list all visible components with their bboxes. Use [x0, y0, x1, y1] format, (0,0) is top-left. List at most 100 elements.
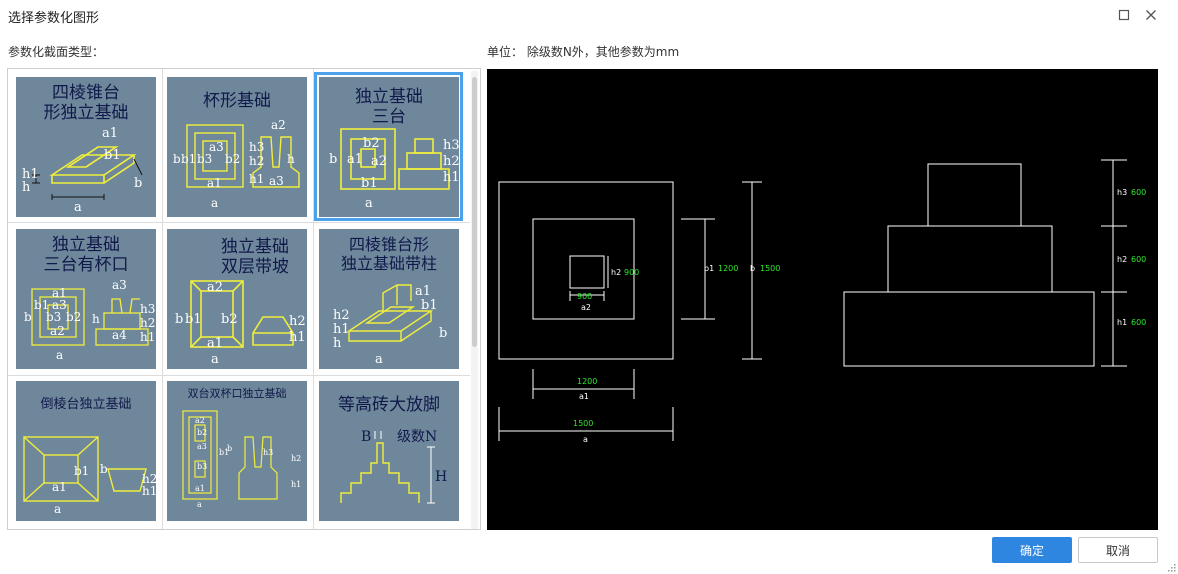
tile-title: 四棱锥台形 [348, 235, 429, 254]
param-label: h2 [443, 154, 459, 169]
param-label: b3 [197, 152, 212, 166]
shape-tile-three-step-cup-footing[interactable]: 独立基础 三台有杯口 a1 [10, 223, 161, 374]
tile-title: 独立基础 [221, 237, 289, 257]
dialog-title: 选择参数化图形 [8, 11, 100, 26]
scrollbar-thumb[interactable] [472, 77, 477, 347]
param-label: a [197, 500, 202, 509]
tile-title: 杯形基础 [203, 91, 271, 111]
dim-label: b [750, 264, 755, 273]
plan-middle-rect [532, 218, 635, 320]
param-label: b [134, 176, 142, 191]
tile-title: 三台有杯口 [43, 255, 129, 275]
dim-value: 1500 [573, 419, 593, 428]
shape-tile-double-cup-footing[interactable]: 双台双杯口独立基础 a2 b2 a3 [161, 375, 312, 526]
plan-inner-rect [569, 255, 605, 289]
vertical-scrollbar[interactable] [471, 71, 478, 529]
param-label: b1 [185, 312, 202, 327]
param-label: a1 [207, 176, 222, 190]
param-label: b2 [66, 310, 81, 324]
tile-title: 独立基础 [52, 235, 120, 255]
tile-title: 形独立基础 [43, 103, 129, 123]
param-label: b1 [34, 298, 49, 312]
param-label: h3 [443, 138, 459, 153]
param-label: b1 [104, 148, 121, 163]
dim-value: 600 [1131, 255, 1146, 264]
maximize-button[interactable] [1113, 4, 1135, 26]
param-label: b2 [363, 136, 380, 151]
shape-tile-double-sloped-footing[interactable]: 独立基础 双层带坡 a2 b b1 [161, 223, 312, 374]
param-label: a2 [271, 118, 286, 132]
dim-label: a2 [581, 303, 591, 312]
param-label: b1 [219, 448, 229, 457]
param-label: h2 [140, 316, 155, 330]
param-label: a1 [52, 286, 67, 300]
dim-value: 900 [577, 292, 592, 301]
param-label: h1 [291, 480, 301, 489]
param-label: h2 [333, 308, 350, 323]
param-label: a2 [371, 154, 387, 169]
three-step-footing-icon: a1 b2 a2 b1 b h3 h2 h1 a [329, 128, 459, 211]
section-type-label: 参数化截面类型： [8, 45, 105, 59]
dim-value: 1200 [718, 264, 738, 273]
close-button[interactable] [1140, 4, 1162, 26]
param-label: a [211, 352, 219, 367]
tile-title: 倒棱台独立基础 [40, 397, 132, 412]
param-label: h2 [142, 472, 156, 486]
tile-title: 独立基础 [355, 87, 423, 107]
param-label: b [329, 152, 337, 167]
param-label: a3 [197, 442, 207, 451]
param-label: B [361, 429, 371, 445]
param-label: a2 [207, 280, 223, 295]
param-label: b1 [181, 152, 196, 166]
param-label: h3 [263, 448, 273, 457]
shape-tile-inverted-frustum-footing[interactable]: 倒棱台独立基础 b1 b a1 h2 [10, 375, 161, 526]
param-label: a3 [269, 174, 284, 188]
param-label: h [22, 180, 31, 195]
param-label: a [211, 196, 218, 210]
shape-list-panel[interactable]: 四棱锥台 形独立基础 [7, 68, 481, 530]
resize-grip-icon[interactable] [1166, 562, 1176, 572]
param-label: a4 [112, 328, 127, 342]
double-sloped-footing-icon: a2 b b1 b2 a1 a h2 h1 [175, 280, 306, 367]
param-label: b [24, 310, 32, 324]
param-label: a1 [347, 152, 363, 167]
dim-label: h1 [1117, 318, 1127, 327]
elev-bottom-step [843, 291, 1095, 367]
shape-tile-brick-footing[interactable]: 等高砖大放脚 B 级数N H [313, 375, 464, 526]
param-label: h3 [140, 302, 155, 316]
tile-title: 双层带坡 [221, 257, 289, 277]
tile-title: 等高砖大放脚 [338, 395, 440, 415]
double-cup-footing-icon: a2 b2 a3 b3 a1 b1 a b h3 h2 h1 [182, 410, 301, 509]
param-label: b3 [46, 310, 61, 324]
maximize-icon [1118, 9, 1130, 21]
shape-tile-pyramid-isolated-footing[interactable]: 四棱锥台 形独立基础 [10, 71, 161, 222]
param-label: b2 [225, 152, 240, 166]
three-step-cup-footing-icon: a1 b1 a3 b3 b2 a2 b a a3 h a4 h3 [24, 278, 155, 362]
param-label: h1 [140, 330, 155, 344]
dim-value: 600 [1131, 188, 1146, 197]
unit-note: 单位： 除级数N外，其他参数为mm [487, 45, 680, 59]
shape-tile-three-step-footing[interactable]: 独立基础 三台 a1 [313, 71, 464, 222]
param-label: h1 [142, 484, 156, 498]
param-label: h1 [289, 330, 306, 345]
inverted-frustum-footing-icon: b1 b a1 h2 h1 a [23, 436, 156, 516]
ok-button[interactable]: 确定 [992, 537, 1072, 563]
pyramid-footing-icon: a1 b1 h1 h a b [22, 126, 143, 215]
param-label: b [439, 326, 447, 341]
param-label: a3 [112, 278, 127, 292]
plan-outer-rect [498, 181, 674, 360]
dim-label: b1 [704, 264, 714, 273]
param-label: a1 [195, 484, 205, 493]
shape-tile-pyramid-footing-with-column[interactable]: 四棱锥台形 独立基础带柱 a1 h2 h1 [313, 223, 464, 374]
param-label: a [56, 348, 63, 362]
tile-title: 独立基础带柱 [340, 254, 437, 273]
param-label: h1 [333, 322, 350, 337]
dim-value: 600 [1131, 318, 1146, 327]
param-label: a [74, 200, 82, 215]
shape-tile-cup-footing[interactable]: 杯形基础 a2 a3 b3 b2 [161, 71, 312, 222]
param-label: b2 [221, 312, 238, 327]
cancel-button[interactable]: 取消 [1078, 537, 1158, 563]
param-label: a2 [195, 416, 205, 425]
param-label: h2 [289, 314, 306, 329]
